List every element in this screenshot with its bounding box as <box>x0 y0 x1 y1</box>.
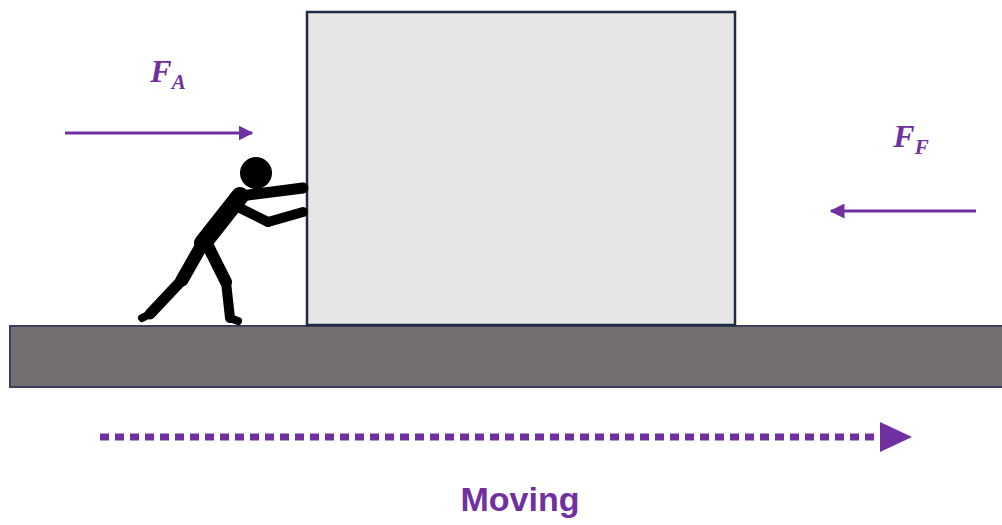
crate <box>307 12 735 325</box>
subscript: A <box>172 70 186 94</box>
motion-arrowhead <box>880 422 912 452</box>
stick-figure <box>142 157 303 321</box>
symbol: F <box>893 118 914 154</box>
subscript: F <box>915 135 929 159</box>
force-label: FF <box>893 120 928 157</box>
symbol: F <box>150 53 171 89</box>
motion-arrow <box>100 434 880 441</box>
force-label: FA <box>150 55 185 92</box>
motion-label: Moving <box>461 482 580 516</box>
applied-force-arrow <box>65 132 252 135</box>
friction-force-arrow <box>831 210 976 213</box>
ground <box>10 326 1002 387</box>
